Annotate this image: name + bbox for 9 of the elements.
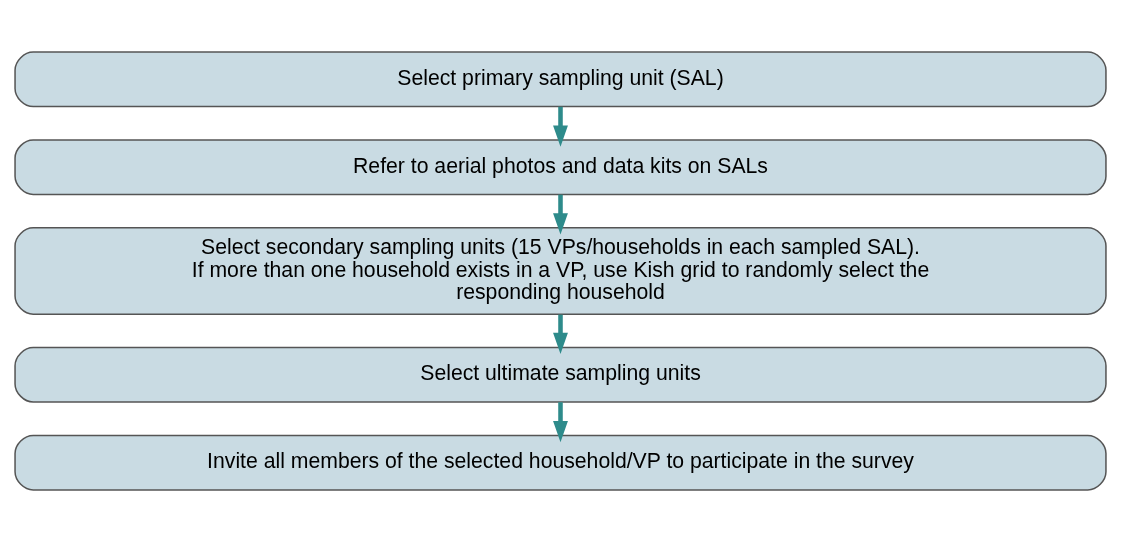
arrow	[553, 106, 568, 147]
node-box: Select ultimate sampling units	[14, 346, 1107, 403]
arrow	[553, 194, 568, 235]
node-box: Invite all members of the selected household/VP to participate in the survey	[14, 434, 1107, 491]
node-box: Refer to aerial photos and data kits on SALs	[14, 139, 1107, 196]
node-box: Select primary sampling unit (SAL)	[14, 51, 1107, 108]
arrow	[553, 402, 568, 443]
arrow	[553, 314, 568, 354]
node-box: Select secondary sampling units (15 VPs/households in each sampled SAL). If more than one household exists in a VP, use Kish grid to randomly select the responding household	[14, 227, 1107, 315]
